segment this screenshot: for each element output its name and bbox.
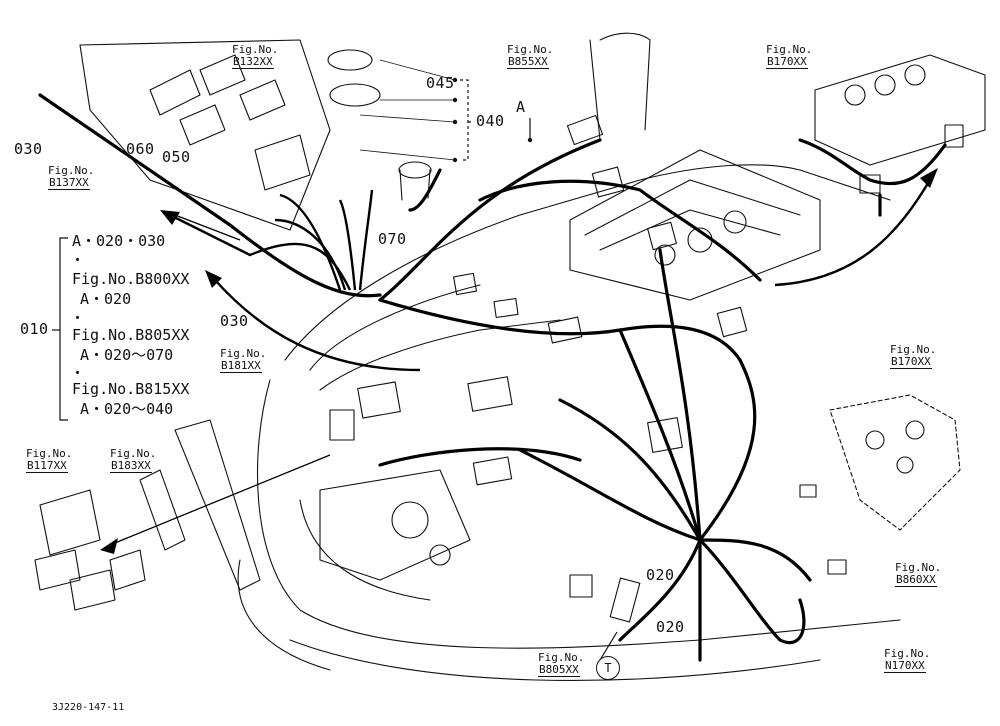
switch-panel-top <box>814 54 986 166</box>
instrument-panel <box>569 149 821 301</box>
legend-line-7: A・020〜040 <box>80 400 174 418</box>
legend-bracket <box>59 237 68 421</box>
harness-center <box>378 298 742 362</box>
bracket-040 <box>460 79 474 161</box>
drawing-number: 3J220-147-11 <box>52 702 125 713</box>
part-040: 040 <box>476 112 505 130</box>
harness-down <box>618 328 702 662</box>
part-045: 045 <box>426 74 455 92</box>
arrow-to-left-unit <box>109 454 331 546</box>
part-050: 050 <box>162 148 191 166</box>
fuse-box <box>79 39 331 231</box>
part-A: A <box>516 98 526 116</box>
legend-dot-3: ・ <box>70 364 86 382</box>
arrow-to-fuse-2 <box>174 214 241 241</box>
part-060: 060 <box>126 140 155 158</box>
fig-ref-b183: Fig.No. B183XX <box>110 447 157 473</box>
fig-ref-b855: Fig.No. B855XX <box>507 43 554 69</box>
fig-ref-b117: Fig.No. B117XX <box>26 447 73 473</box>
part-020-right: 020 <box>646 566 675 584</box>
fig-ref-n170: Fig.No. N170XX <box>884 647 931 673</box>
arrow-to-top-right <box>774 179 932 287</box>
part-030-bottom: 030 <box>220 312 249 330</box>
harness-branch-b <box>478 179 762 282</box>
part-020-bottom: 020 <box>656 618 685 636</box>
legend-line-2: Fig.No.B800XX <box>72 270 190 288</box>
fig-ref-b860: Fig.No. B860XX <box>895 561 942 587</box>
fig-ref-b170-top: Fig.No. B170XX <box>766 43 813 69</box>
legend-line-6: Fig.No.B815XX <box>72 380 190 398</box>
legend-line-5: A・020〜070 <box>80 346 174 364</box>
legend-line-4: Fig.No.B805XX <box>72 326 190 344</box>
part-070: 070 <box>378 230 407 248</box>
arrow-to-fuse <box>169 213 352 291</box>
fig-ref-b132: Fig.No. B132XX <box>232 43 279 69</box>
dashboard-outline <box>284 164 891 361</box>
motor-assembly <box>319 469 471 581</box>
marker-T: T <box>596 656 620 680</box>
part-030-top: 030 <box>14 140 43 158</box>
legend-dot-2: ・ <box>70 309 86 327</box>
harness-main-left <box>38 93 382 298</box>
harness-branch-a <box>378 138 602 302</box>
fig-ref-b181: Fig.No. B181XX <box>220 347 267 373</box>
gauge-unit-left <box>39 489 101 556</box>
fig-ref-b170-right: Fig.No. B170XX <box>890 343 937 369</box>
fig-ref-b805: Fig.No. B805XX <box>538 651 585 677</box>
legend-dot-1: ・ <box>70 251 86 269</box>
arrow-to-010 <box>214 279 421 372</box>
fig-ref-b137: Fig.No. B137XX <box>48 164 95 190</box>
legend-line-1: A・020・030 <box>72 232 166 250</box>
pedal-lever <box>174 419 261 591</box>
harness-to-top-right <box>798 138 947 186</box>
legend-line-3: A・020 <box>80 290 132 308</box>
right-panel-dashed <box>829 394 961 531</box>
part-010: 010 <box>20 320 49 338</box>
